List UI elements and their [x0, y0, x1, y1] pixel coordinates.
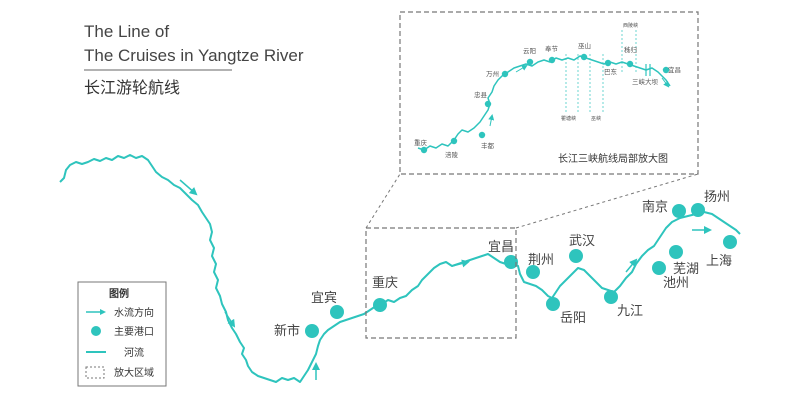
inset-dot-yunyang — [526, 58, 534, 66]
flow-arrow — [451, 259, 470, 268]
inset-label-zigui: 秭归 — [624, 45, 637, 54]
legend-title: 图例 — [109, 287, 129, 300]
port-dot-jingzhou — [526, 265, 540, 279]
flow-arrows — [179, 179, 712, 380]
legend: 图例 水流方向 主要港口 河流 放大区域 — [77, 281, 167, 387]
legend-main-port: 主要港口 — [114, 326, 154, 338]
legend-flow-direction: 水流方向 — [114, 306, 154, 319]
port-dot-yangzhou — [691, 203, 705, 217]
city-label-jiujiang: 九江 — [617, 304, 643, 319]
port-dot-jiujiang — [604, 290, 618, 304]
legend-enlarged-area: 放大区域 — [114, 366, 154, 379]
legend-river: 河流 — [124, 346, 144, 359]
gorge-label-xiling: 西陵峡 — [623, 22, 638, 29]
zoom-connector-left — [365, 173, 401, 229]
gorge-label-wuxia: 巫峡 — [591, 115, 601, 122]
inset-port-dots — [420, 53, 670, 154]
inset-label-fengjie: 奉节 — [545, 44, 559, 53]
zoom-region-box — [365, 227, 517, 339]
inset-label-wushan: 巫山 — [578, 41, 591, 50]
city-label-yibin: 宜宾 — [311, 290, 337, 306]
inset-city-labels: 重庆 涪陵 丰都 忠县 万州 云阳 奉节 巫山 巴东 秭归 宜昌 三峡大坝 — [414, 41, 681, 159]
inset-dot-wanzhou — [501, 70, 509, 78]
flow-arrow — [179, 179, 198, 196]
city-label-yueyang: 岳阳 — [560, 311, 586, 326]
inset-dot-zigui — [626, 60, 634, 68]
city-label-wuhan: 武汉 — [569, 234, 595, 249]
flow-arrow — [224, 311, 236, 328]
yangtze-river-path — [59, 154, 741, 383]
flow-arrow — [625, 258, 638, 273]
inset-label-fengdu: 丰都 — [481, 141, 495, 150]
inset-flow-arrow — [488, 114, 495, 127]
port-dot-yichang — [504, 255, 518, 269]
city-label-chongqing: 重庆 — [372, 275, 398, 291]
gorge-labels: 瞿塘峡 巫峡 西陵峡 — [561, 22, 638, 122]
port-dot-shanghai — [723, 235, 737, 249]
zoom-connector-right — [515, 173, 699, 229]
english-title-line2: The Cruises in Yangtze River — [84, 46, 304, 65]
dam-marker — [645, 64, 651, 76]
gorge-label-qutang: 瞿塘峡 — [561, 115, 576, 122]
inset-dot-badong — [604, 59, 612, 67]
inset-label-sanxia-dam: 三峡大坝 — [632, 77, 659, 86]
inset-dot-chongqing — [420, 146, 428, 154]
inset-map: 重庆 涪陵 丰都 忠县 万州 云阳 奉节 巫山 巴东 秭归 宜昌 三峡大坝 瞿塘… — [399, 11, 699, 175]
inset-dot-fuling — [450, 137, 458, 145]
inset-dot-fengjie — [548, 56, 556, 64]
port-dot-wuhu — [669, 245, 683, 259]
city-label-shanghai: 上海 — [706, 254, 732, 269]
inset-dot-wushan — [580, 53, 588, 61]
port-dot-yibin — [330, 305, 344, 319]
title-block: The Line of The Cruises in Yangtze River… — [84, 22, 304, 97]
city-labels: 新市 宜宾 重庆 宜昌 荆州 武汉 岳阳 九江 南京 扬州 芜湖 池州 上海 — [274, 190, 732, 339]
city-label-jingzhou: 荆州 — [528, 252, 554, 268]
port-dot-xinshi — [305, 324, 319, 338]
inset-dot-fengdu — [478, 131, 486, 139]
inset-label-wanzhou: 万州 — [486, 70, 499, 78]
city-label-yangzhou: 扬州 — [704, 190, 730, 205]
city-label-chizhou: 池州 — [663, 276, 689, 291]
port-dot-yueyang — [546, 297, 560, 311]
city-label-wuhu: 芜湖 — [673, 262, 699, 277]
port-dot-wuhan — [569, 249, 583, 263]
inset-frame — [399, 11, 699, 175]
inset-flow-arrow — [661, 77, 670, 88]
port-dot-chongqing — [373, 298, 387, 312]
inset-dot-zhongxian — [484, 100, 492, 108]
port-dot-nanjing — [672, 204, 686, 218]
inset-label-fuling: 涪陵 — [445, 150, 459, 159]
city-label-nanjing: 南京 — [642, 199, 668, 215]
inset-label-zhongxian: 忠县 — [474, 91, 488, 99]
legend-zoom-box-icon — [85, 366, 105, 379]
inset-label-chongqing: 重庆 — [414, 138, 428, 147]
legend-port-dot-icon — [91, 326, 101, 336]
inset-label-yichang: 宜昌 — [668, 65, 681, 74]
inset-label-badong: 巴东 — [604, 67, 618, 76]
inset-caption: 长江三峡航线局部放大图 — [558, 152, 668, 165]
city-label-xinshi: 新市 — [274, 323, 300, 339]
english-title-line1: The Line of — [84, 22, 169, 41]
port-dots — [305, 203, 737, 338]
port-dot-chizhou — [652, 261, 666, 275]
inset-label-yunyang: 云阳 — [523, 46, 536, 55]
chinese-title: 长江游轮航线 — [84, 78, 180, 97]
inset-flow-arrow — [515, 64, 528, 73]
city-label-yichang: 宜昌 — [488, 240, 514, 255]
inset-dot-yichang — [662, 66, 670, 74]
